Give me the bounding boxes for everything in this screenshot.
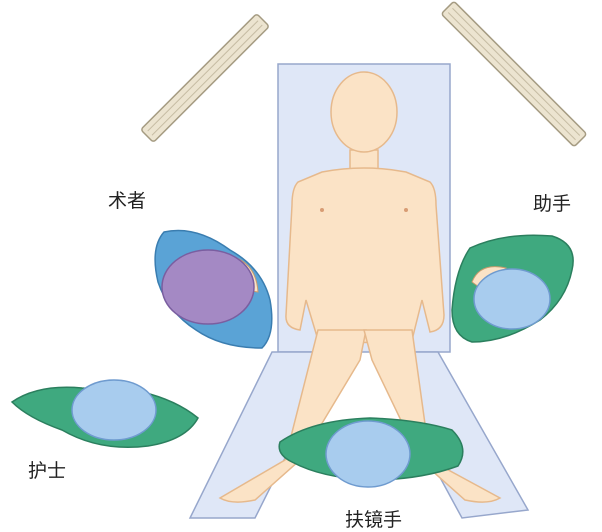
patient-head <box>331 72 397 152</box>
nurse-figure-icon <box>12 380 198 447</box>
left-lamp-icon <box>141 14 270 143</box>
assistant-label: 助手 <box>533 195 571 214</box>
scope-holder-figure-icon <box>279 418 463 487</box>
nurse-label: 护士 <box>28 462 66 481</box>
right-lamp-icon <box>441 1 587 147</box>
surgeon-figure-icon <box>155 230 272 348</box>
surgeon-label: 术者 <box>108 192 146 211</box>
scope-holder-label: 扶镜手 <box>345 511 402 530</box>
assistant-figure-icon <box>452 235 573 342</box>
